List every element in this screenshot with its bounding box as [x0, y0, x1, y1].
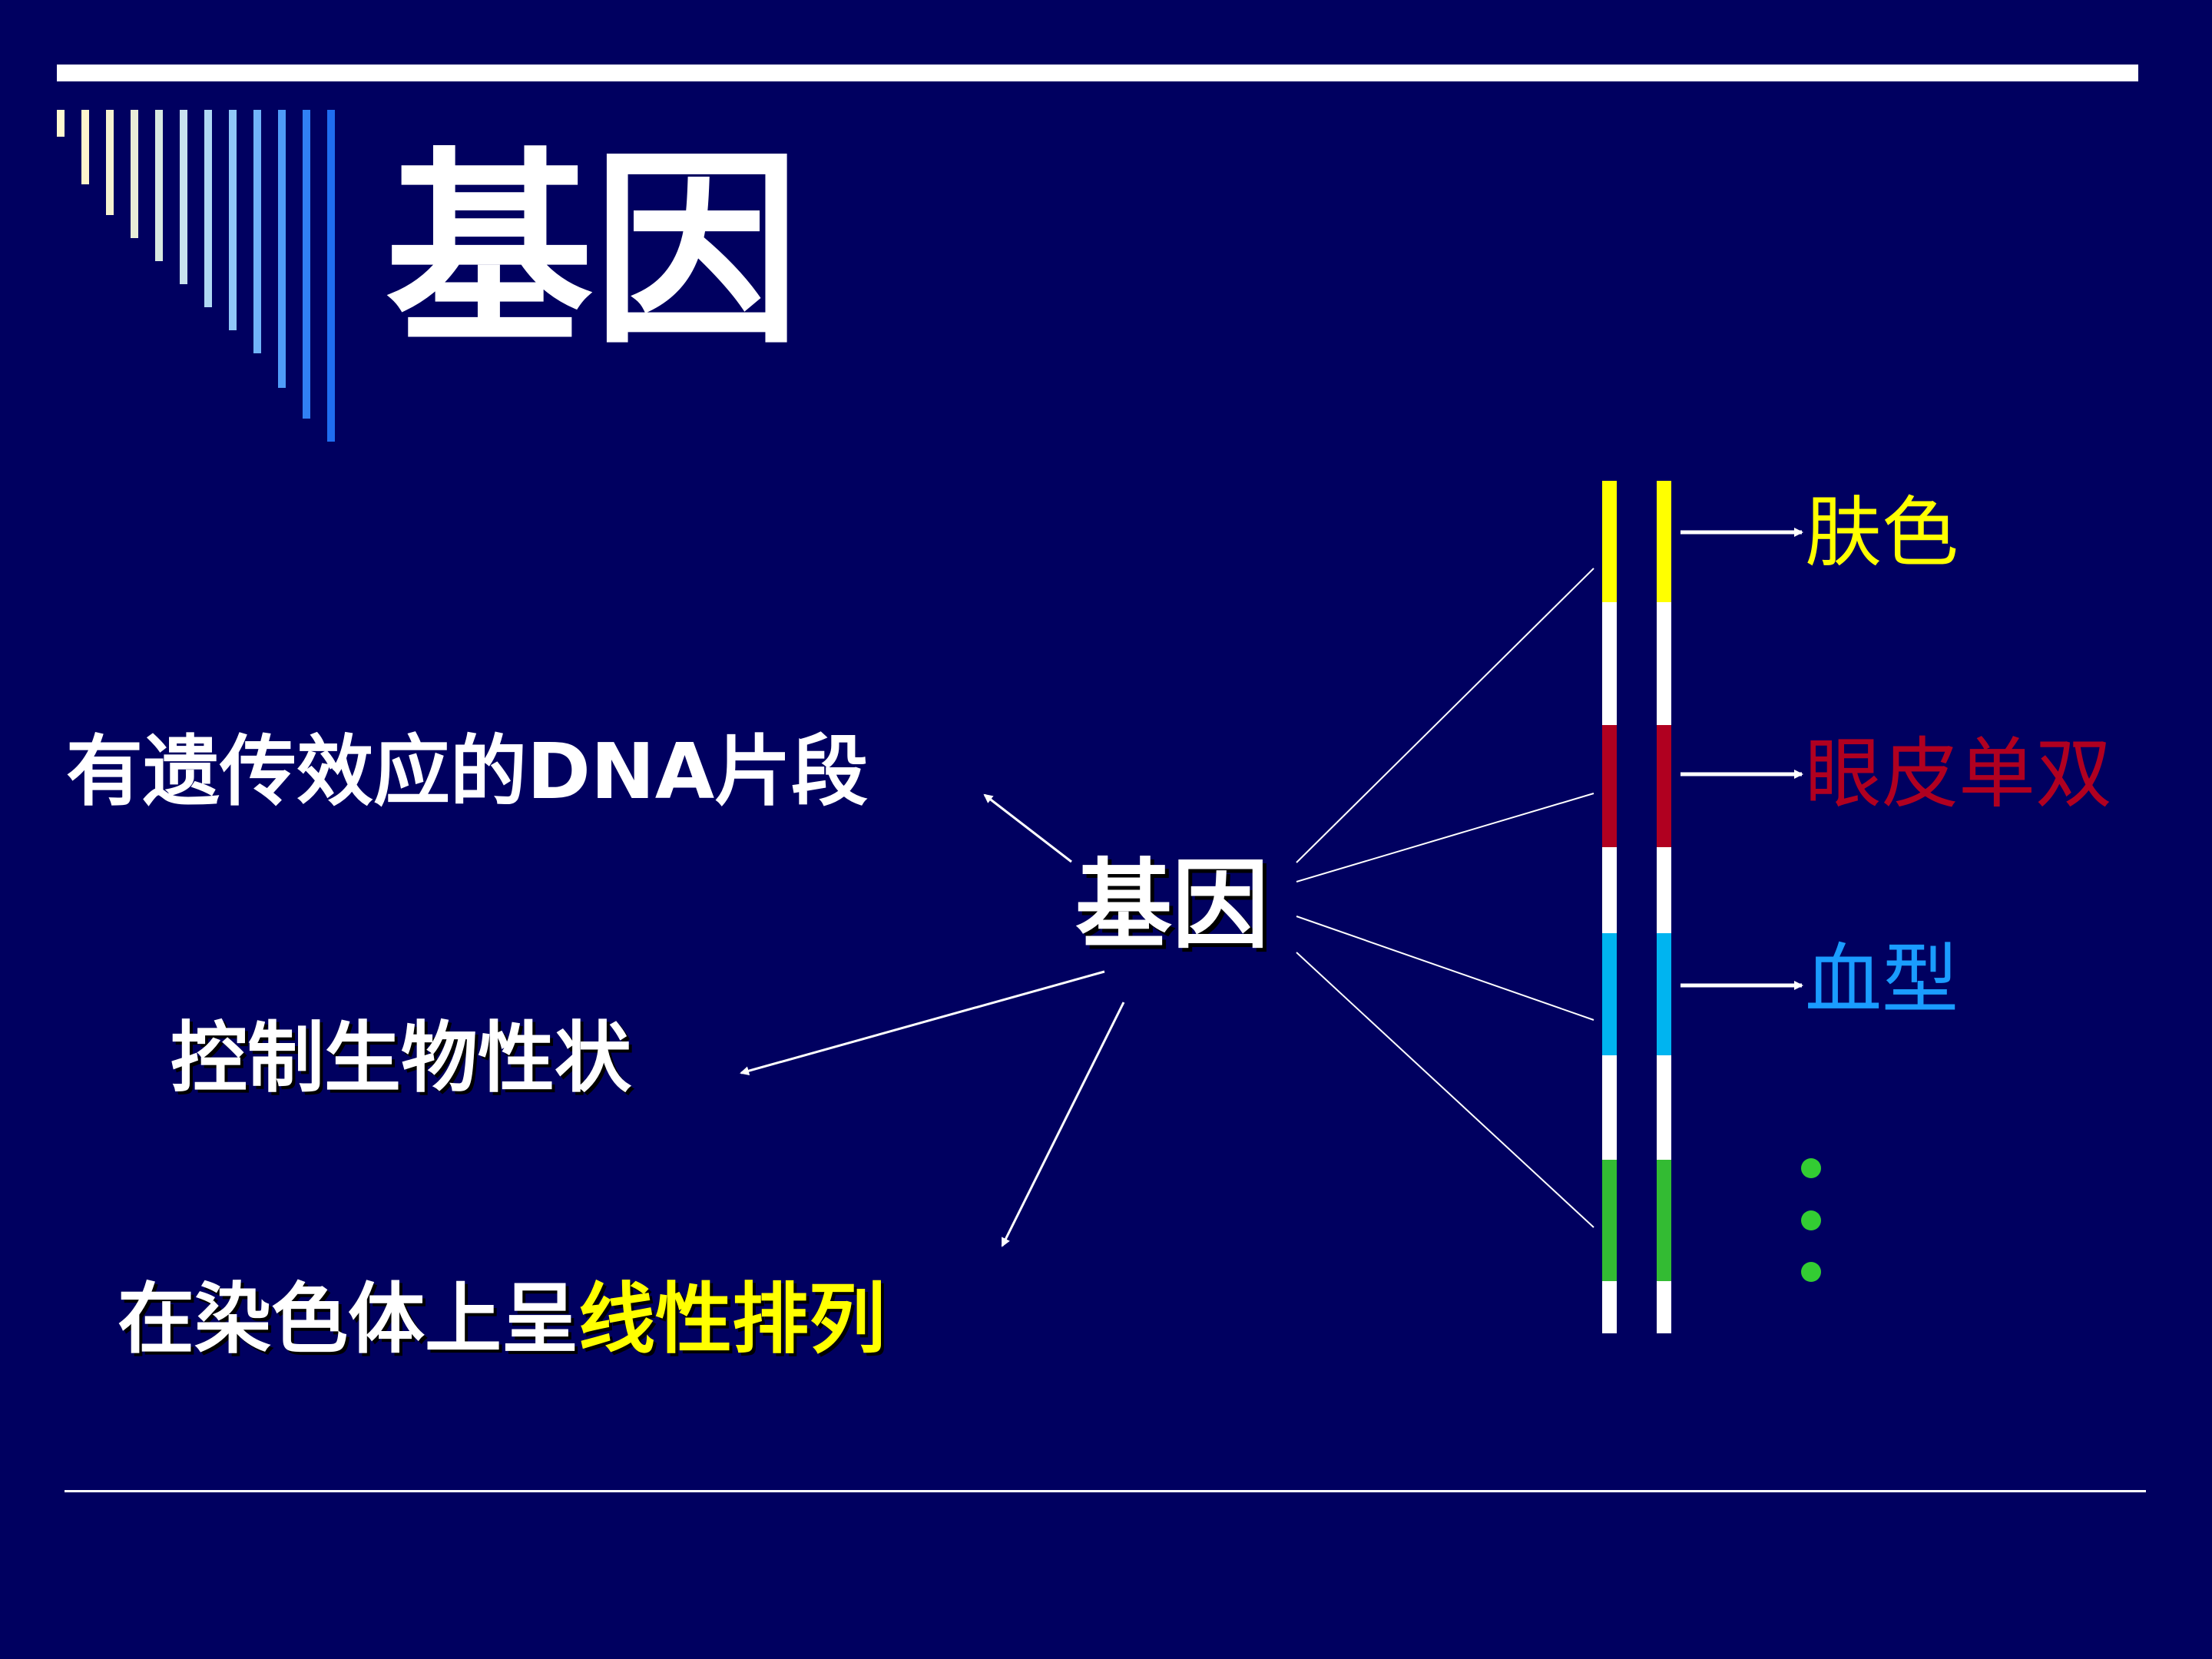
chromosome-segment: [1602, 481, 1617, 602]
chromosome-segment: [1602, 725, 1617, 847]
line-to-yellow-segment: [1296, 568, 1594, 863]
title-stripe: [253, 110, 261, 353]
top-rule: [57, 65, 2138, 81]
title-stripe: [303, 110, 310, 419]
title-stripe: [229, 110, 237, 330]
ellipsis-dot-1: [1801, 1158, 1821, 1178]
chromosome-segment: [1657, 602, 1671, 725]
title-stripe: [204, 110, 212, 307]
center-gene-label: 基因: [1075, 848, 1269, 962]
linear-arrangement-prefix: 在染色体上呈: [118, 1274, 578, 1364]
bottom-rule: [65, 1490, 2146, 1492]
chromosome-segment: [1602, 933, 1617, 1055]
chromosome-segment: [1657, 725, 1671, 847]
line-to-blue-segment: [1296, 916, 1594, 1021]
title-stripe: [327, 110, 335, 442]
title-stripe: [81, 110, 89, 184]
chromosome-pair: [1602, 481, 1671, 1333]
dna-segment-text: 有遗传效应的DNA片段: [66, 727, 869, 816]
title-stripe: [155, 110, 163, 261]
trait-eyelid: 眼皮单双: [1805, 729, 2112, 819]
line-to-red-segment: [1296, 793, 1594, 882]
chromosome-segment: [1602, 602, 1617, 725]
arrow-to-linear-arrangement: [1001, 1002, 1125, 1247]
linear-arrangement-highlight: 线性排列: [578, 1274, 886, 1364]
line-to-green-segment: [1296, 952, 1594, 1228]
title-stripe: [131, 110, 138, 238]
chromosome-segment: [1602, 847, 1617, 933]
arrow-to-dna-segment: [983, 793, 1072, 863]
chromosome-segment: [1657, 847, 1671, 933]
slide-title: 基因: [386, 127, 800, 372]
arrow-to-control-traits: [740, 970, 1105, 1076]
trait-skin-color: 肤色: [1805, 488, 1959, 578]
title-stripe: [180, 110, 187, 284]
title-stripe: [106, 110, 114, 215]
linear-arrangement-text: 在染色体上呈线性排列: [118, 1281, 886, 1358]
title-stripe: [278, 110, 286, 388]
title-stripe: [57, 110, 65, 137]
control-traits-text: 控制生物性状: [171, 1013, 631, 1103]
ellipsis-dot-3: [1801, 1262, 1821, 1282]
chromosome-segment: [1657, 1055, 1671, 1160]
chromosome-segment: [1657, 1281, 1671, 1333]
trait-blood-type: 血型: [1805, 935, 1959, 1025]
chromosome-segment: [1602, 1055, 1617, 1160]
chromosome-segment: [1657, 1160, 1671, 1281]
chromosome-segment: [1602, 1160, 1617, 1281]
chromosome-segment: [1657, 481, 1671, 602]
chromosome-segment: [1602, 1281, 1617, 1333]
chromosome-segment: [1657, 933, 1671, 1055]
ellipsis-dot-2: [1801, 1210, 1821, 1230]
